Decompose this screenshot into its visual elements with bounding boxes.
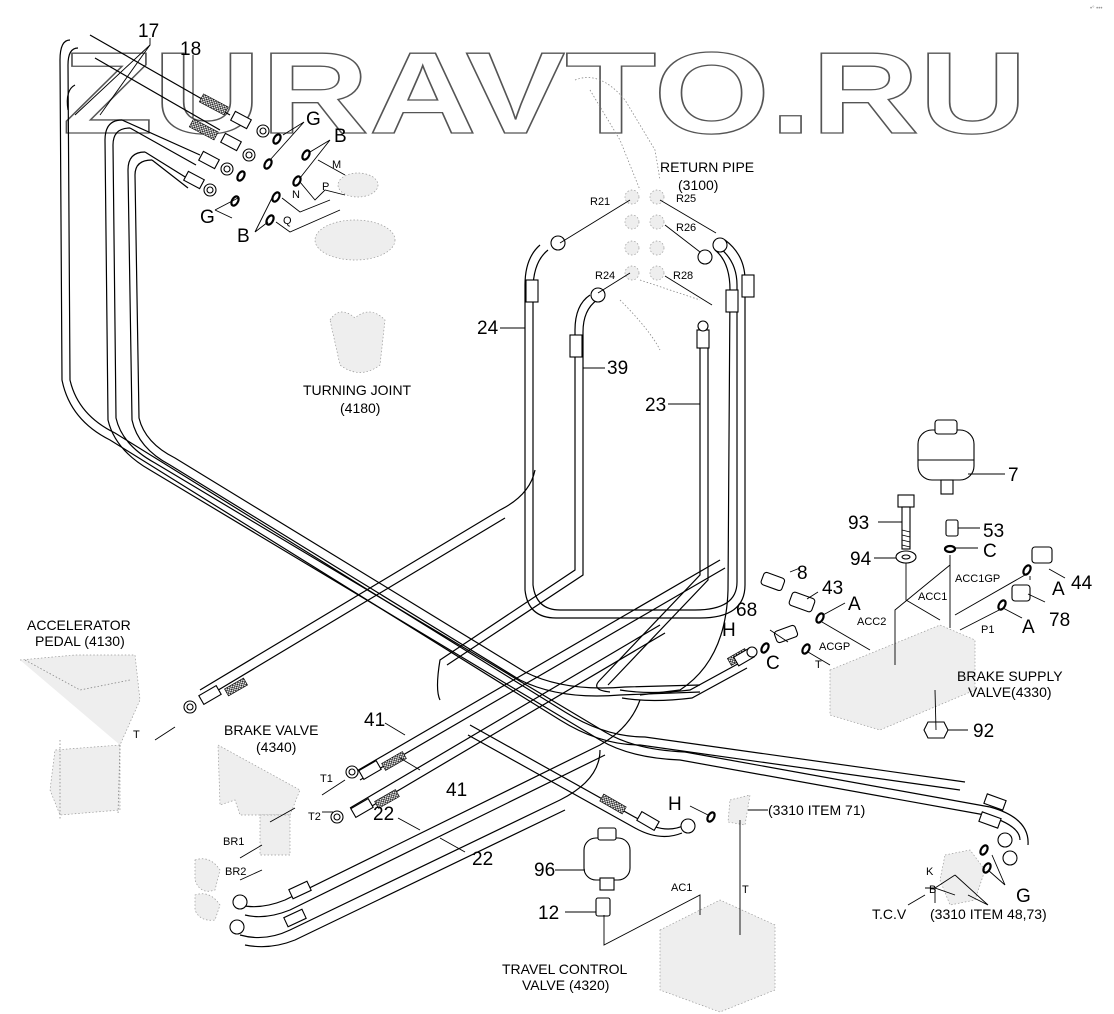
accumulator-7	[917, 419, 975, 495]
port-t1: T1	[320, 773, 333, 785]
bolt-93	[897, 494, 915, 550]
return-pipe-code: (3100)	[678, 177, 718, 193]
o-rings	[230, 133, 1032, 874]
port-k: K	[926, 866, 934, 878]
seal-g-left: G	[200, 207, 215, 228]
part-18: 18	[180, 39, 201, 60]
brake-supply-valve-label: BRAKE SUPPLY	[957, 668, 1063, 684]
part-41-lower: 41	[446, 780, 467, 801]
port-n: N	[292, 189, 300, 201]
port-t-bsv: T	[815, 659, 822, 671]
seal-h-68: H	[722, 620, 736, 641]
corner-mark: •° •••	[1090, 6, 1102, 12]
port-labels: M N P Q R21 R25 R26 R24 R28 ACC1GP ACC1 …	[133, 159, 1000, 896]
accelerator-pedal-ghost	[19, 654, 141, 820]
part-24: 24	[477, 318, 499, 339]
part-23: 23	[645, 395, 666, 416]
port-acgp: ACGP	[819, 641, 850, 653]
part-7: 7	[1008, 465, 1019, 486]
seal-a-43: A	[848, 594, 861, 615]
part-22-lower: 22	[472, 849, 493, 870]
seal-c-53: C	[983, 541, 997, 562]
washer-94	[895, 550, 917, 564]
brake-valve-code: (4340)	[256, 739, 296, 755]
turning-joint-code: (4180)	[340, 400, 380, 416]
port-acc1: ACC1	[918, 591, 947, 603]
port-acc1gp: ACC1GP	[955, 573, 1000, 585]
port-r28: R28	[673, 270, 693, 282]
seal-labels: G B G B A A A C C H H G	[200, 109, 1065, 907]
turning-joint-label: TURNING JOINT	[303, 382, 412, 398]
fitting-53	[945, 519, 959, 537]
accelerator-pedal-code: PEDAL (4130)	[35, 633, 125, 649]
brake-supply-valve-code: VALVE(4330)	[968, 684, 1052, 700]
port-p: P	[322, 181, 329, 193]
watermark-text: ZURAVTO.RU	[62, 28, 1027, 158]
part-8: 8	[797, 563, 808, 584]
part-93: 93	[848, 513, 869, 534]
part-44: 44	[1071, 573, 1093, 594]
seal-a-44: A	[1052, 579, 1065, 600]
port-r25: R25	[676, 193, 696, 205]
part-39: 39	[607, 358, 628, 379]
tcv-label: T.C.V	[872, 906, 907, 922]
port-br1: BR1	[223, 836, 244, 848]
port-t2: T2	[308, 811, 321, 823]
port-t-pedal: T	[133, 729, 140, 741]
seal-h-71: H	[668, 794, 682, 815]
part-number-labels: 17 18 24 39 23 7 93 53 94 8 43 44 78 68 …	[138, 21, 1093, 924]
component-labels: RETURN PIPE (3100) TURNING JOINT (4180) …	[27, 159, 1063, 993]
seal-b-top: B	[334, 126, 347, 147]
fittings-brake-supply	[583, 546, 1053, 917]
hose-fittings	[182, 93, 1018, 935]
item71-ref: (3310 ITEM 71)	[768, 802, 865, 818]
port-r26: R26	[676, 222, 696, 234]
part-43: 43	[822, 578, 843, 599]
part-96: 96	[534, 860, 555, 881]
brake-valve-label: BRAKE VALVE	[224, 722, 318, 738]
port-b-tcv: B	[929, 884, 936, 896]
leader-lines	[74, 38, 1066, 946]
seal-a-78: A	[1022, 617, 1035, 638]
return-pipe-label: RETURN PIPE	[660, 159, 754, 175]
tcv-block-ghost	[939, 849, 986, 906]
accelerator-pedal-label: ACCELERATOR	[27, 617, 131, 633]
port-m: M	[332, 159, 341, 171]
tcv-ref: (3310 ITEM 48,73)	[930, 906, 1047, 922]
part-41-upper: 41	[364, 710, 385, 731]
port-t-tcv: T	[742, 884, 749, 896]
seal-g-tcv: G	[1016, 886, 1031, 907]
port-q: Q	[283, 215, 292, 227]
part-92: 92	[973, 721, 994, 742]
port-r24: R24	[595, 270, 615, 282]
port-r21: R21	[590, 196, 610, 208]
part-94: 94	[850, 549, 872, 570]
part-78: 78	[1049, 610, 1070, 631]
part-68: 68	[736, 600, 757, 621]
brake-valve-ghost	[194, 744, 301, 921]
hoses	[59, 34, 1029, 948]
seal-g-top: G	[306, 109, 321, 130]
seal-c-68: C	[766, 653, 780, 674]
turning-joint-ghost	[314, 77, 701, 373]
travel-control-valve-code: VALVE (4320)	[522, 977, 609, 993]
port-br2: BR2	[225, 866, 246, 878]
travel-control-valve-block-ghost	[659, 794, 776, 1013]
seal-b-bottom: B	[237, 226, 250, 247]
port-ac1: AC1	[671, 882, 692, 894]
return-pipe-ports-ghost	[624, 189, 665, 281]
part-17: 17	[138, 21, 159, 42]
part-12: 12	[538, 903, 559, 924]
part-53: 53	[983, 521, 1004, 542]
part-22-upper: 22	[373, 804, 394, 825]
brake-supply-valve-block-ghost	[829, 624, 976, 731]
travel-control-valve-label: TRAVEL CONTROL	[502, 961, 627, 977]
port-p1: P1	[981, 624, 994, 636]
port-acc2: ACC2	[857, 616, 886, 628]
